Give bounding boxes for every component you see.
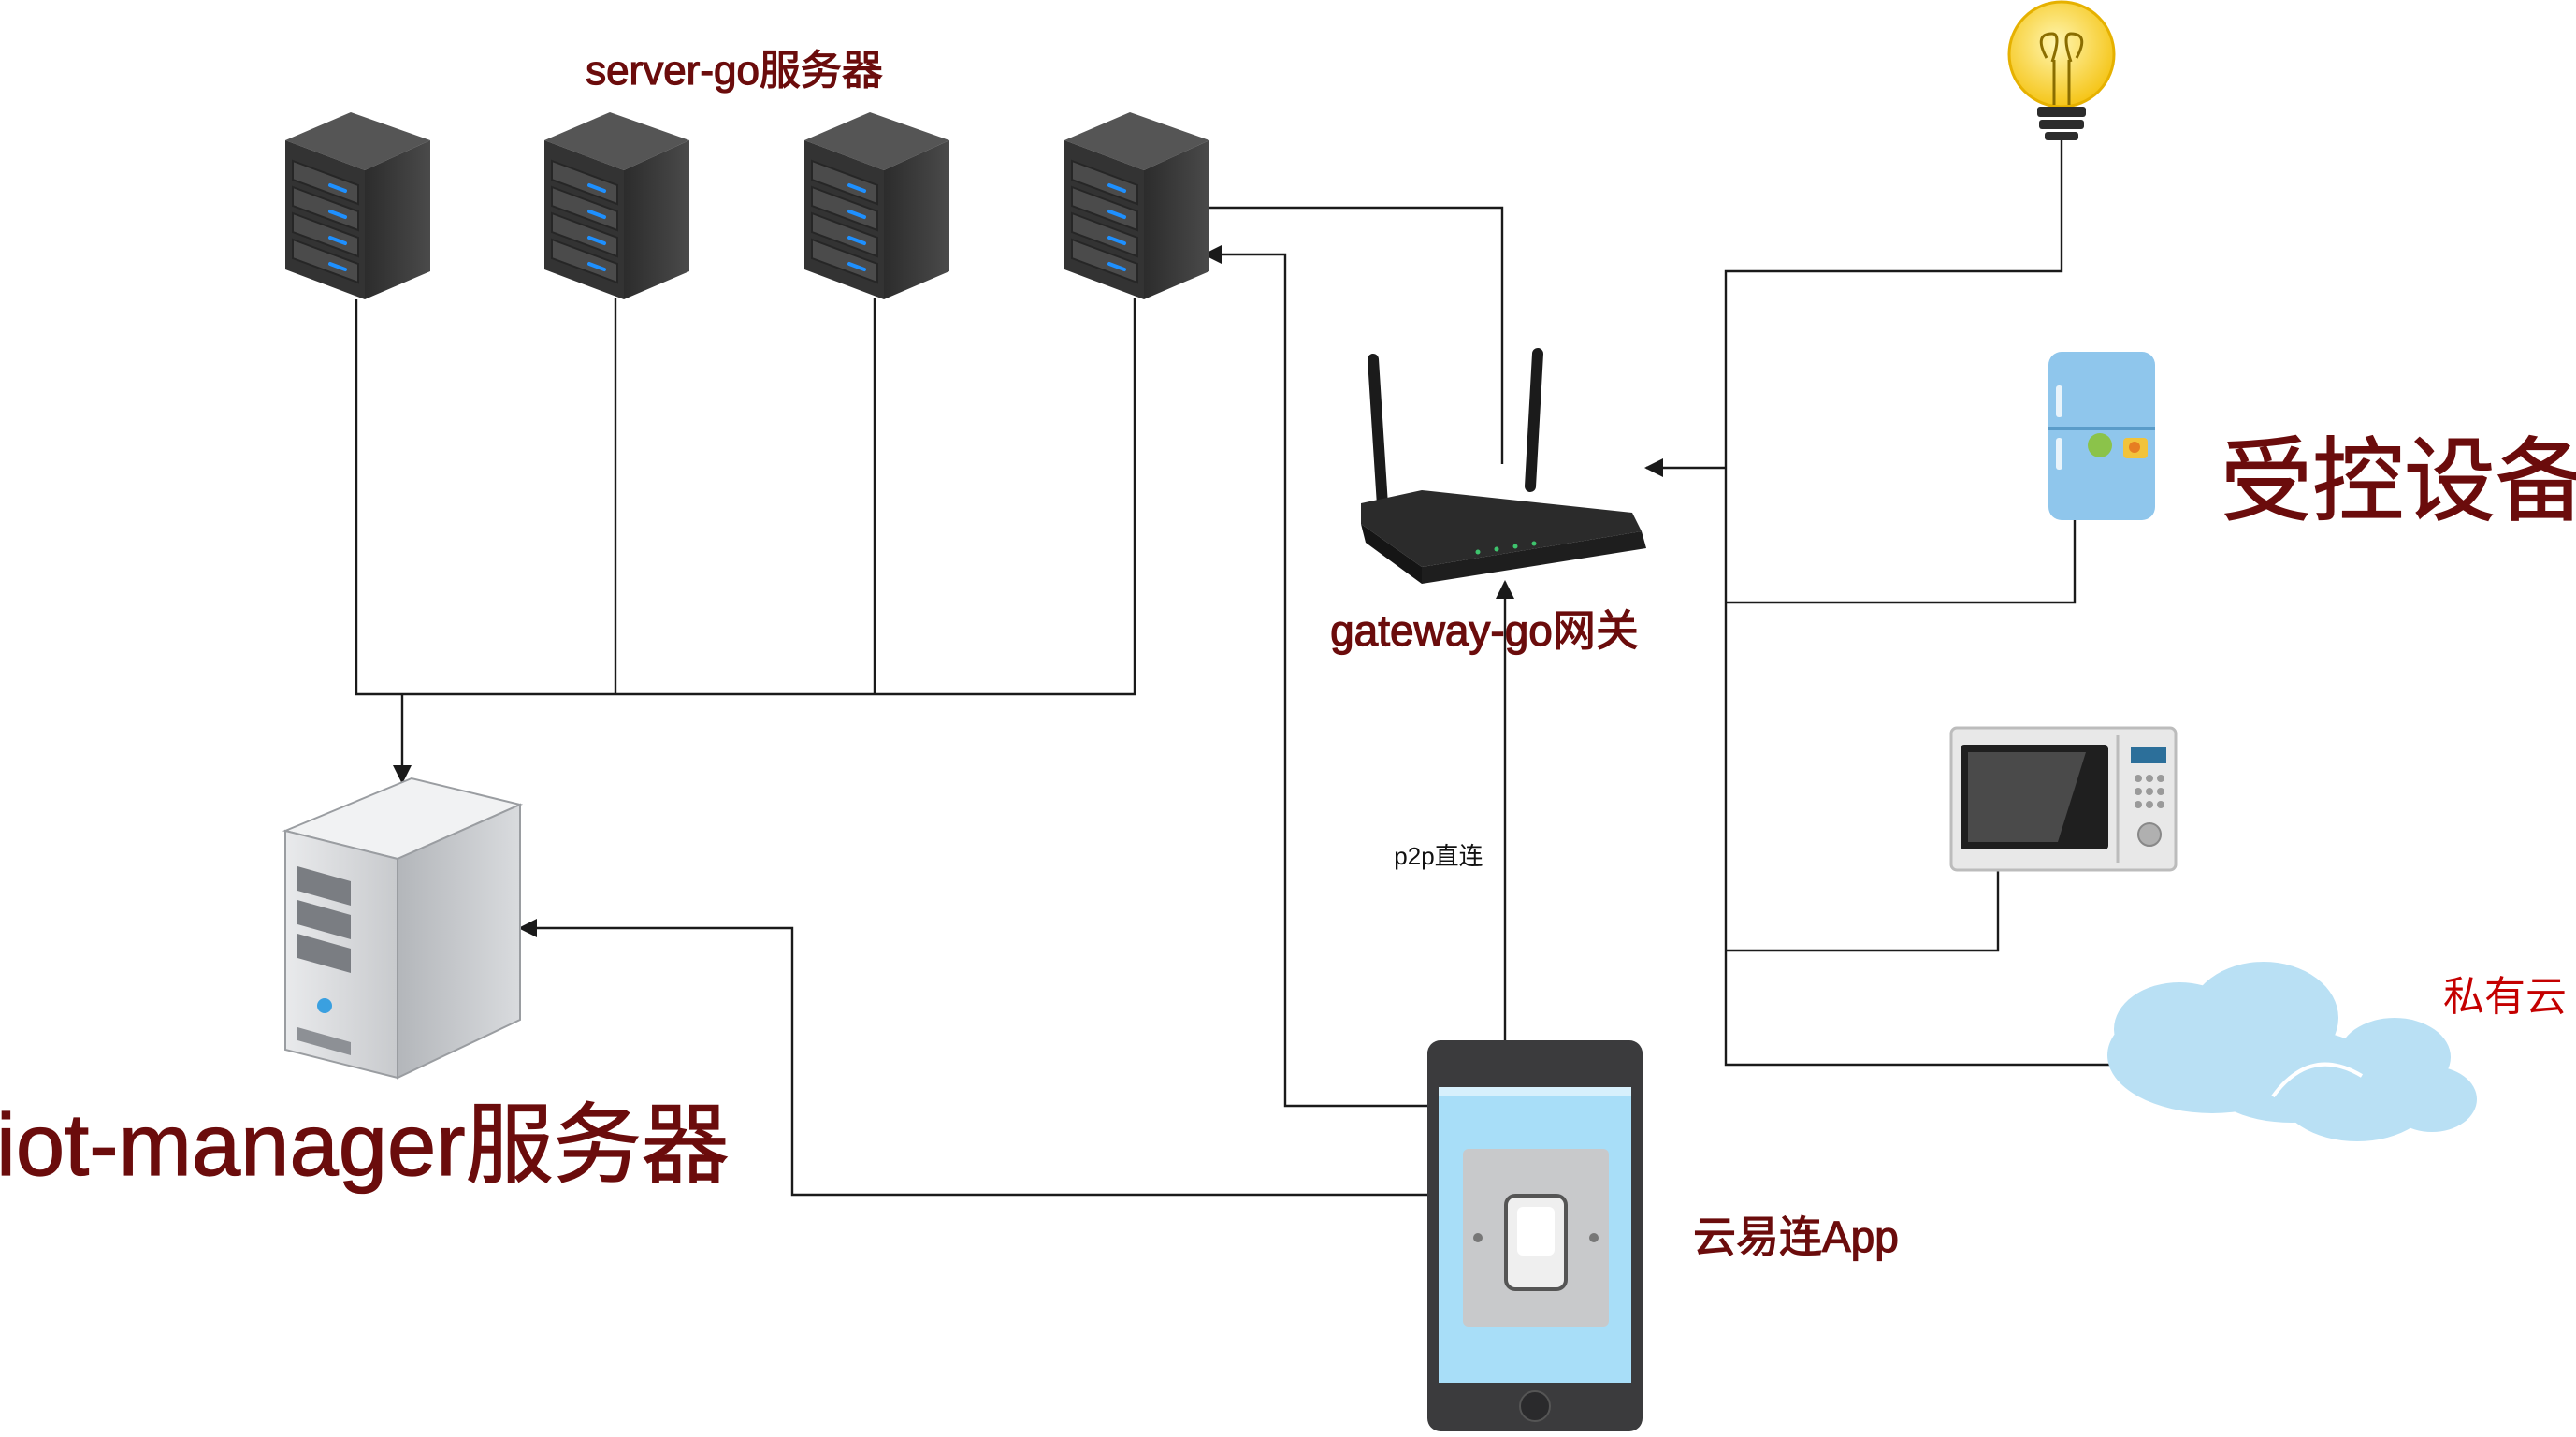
- smartphone-icon: [1427, 1040, 1643, 1431]
- gateway-label: gateway-go网关: [1330, 606, 1639, 655]
- server-cluster: [283, 110, 1211, 301]
- bulb-line: [1724, 140, 2113, 1067]
- server-bus-line: [355, 298, 1136, 696]
- app-to-manager-arrow: [518, 919, 1427, 1197]
- app-to-server-arrow: [1203, 245, 1427, 1108]
- fridge-line: [1726, 520, 2077, 604]
- controlled-devices-label: 受控设备: [2221, 429, 2576, 532]
- tower-server-icon: [282, 777, 524, 1080]
- iot-manager-label: iot-manager服务器: [0, 1096, 730, 1194]
- rack-server-icon: [803, 110, 951, 301]
- light-bulb-icon: [2007, 0, 2116, 140]
- app-label: 云易连App: [1693, 1212, 1899, 1261]
- rack-server-icon: [283, 110, 432, 301]
- rack-server-icon: [1063, 110, 1211, 301]
- microwave-line: [1726, 870, 2000, 952]
- connectors: [355, 140, 2113, 1197]
- cloud-icon: [2107, 962, 2477, 1141]
- server-cluster-label: server-go服务器: [586, 48, 883, 94]
- wifi-router-icon: [1361, 348, 1646, 584]
- private-cloud-label: 私有云: [2443, 974, 2567, 1020]
- microwave-icon: [1949, 726, 2178, 872]
- p2p-label: p2p直连: [1394, 842, 1483, 870]
- rack-server-icon: [543, 110, 691, 301]
- gateway-to-server-arrow: [1136, 198, 1504, 464]
- refrigerator-icon: [2048, 352, 2155, 520]
